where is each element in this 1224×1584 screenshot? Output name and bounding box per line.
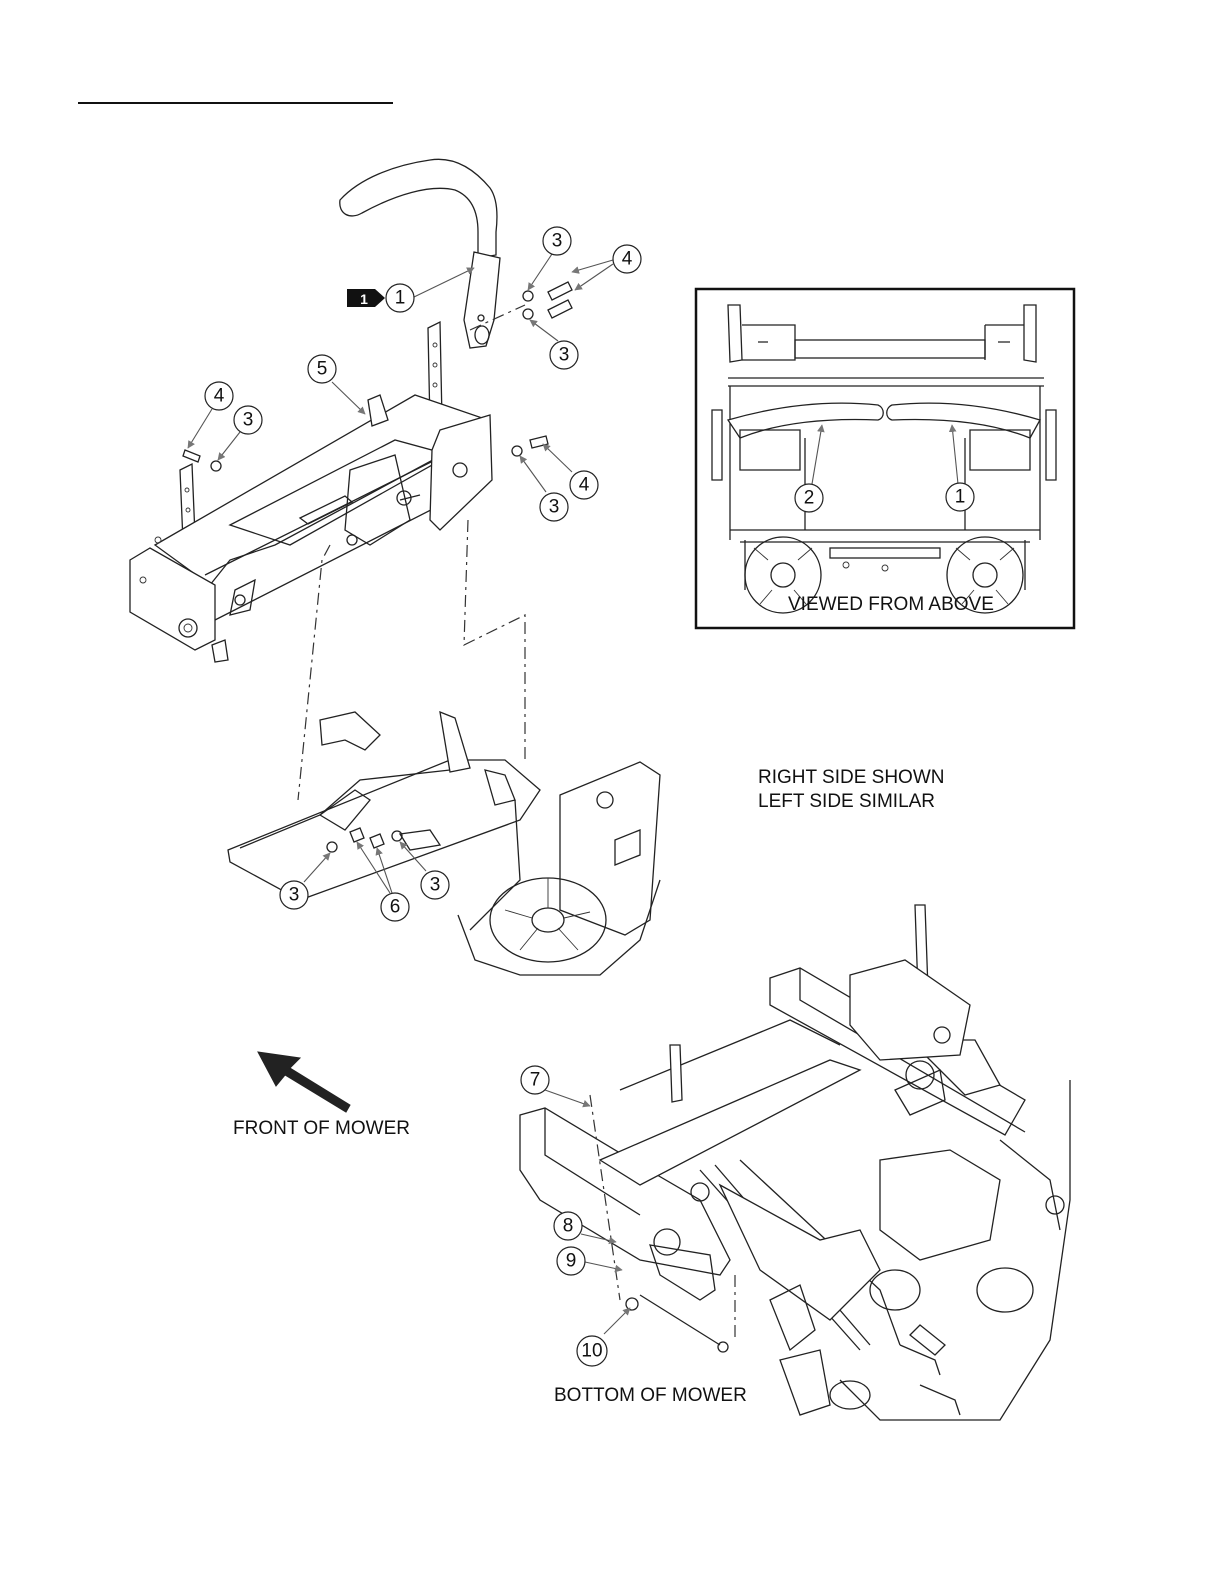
callout-3f: 3 — [421, 871, 449, 899]
svg-text:4: 4 — [214, 386, 225, 407]
callout-3d: 3 — [540, 493, 568, 521]
callout-4b: 4 — [205, 382, 233, 410]
dashed-guides — [298, 520, 525, 800]
mower-side-view — [228, 712, 660, 975]
callout-4c: 4 — [570, 471, 598, 499]
handle-drawing — [340, 159, 500, 348]
new-part-badge: 1 — [347, 289, 385, 307]
svg-text:5: 5 — [317, 359, 328, 380]
svg-text:2: 2 — [804, 488, 815, 509]
svg-text:4: 4 — [622, 249, 633, 270]
svg-text:3: 3 — [243, 410, 254, 431]
callout-3a: 3 — [543, 227, 571, 255]
callout-7: 7 — [521, 1066, 549, 1094]
callout-1: 1 — [386, 284, 414, 312]
svg-text:7: 7 — [530, 1070, 541, 1091]
right-side-shown-label: RIGHT SIDE SHOWN — [758, 767, 945, 788]
callout-6: 6 — [381, 893, 409, 921]
svg-text:3: 3 — [559, 345, 570, 366]
callout-inset-2: 2 — [795, 484, 823, 512]
svg-text:1: 1 — [955, 487, 966, 508]
callout-4a: 4 — [613, 245, 641, 273]
front-of-mower-label: FRONT OF MOWER — [233, 1118, 410, 1139]
callout-3c: 3 — [234, 406, 262, 434]
badge-text: 1 — [360, 291, 368, 307]
callout-5: 5 — [308, 355, 336, 383]
svg-text:9: 9 — [566, 1251, 577, 1272]
svg-text:8: 8 — [563, 1216, 574, 1237]
svg-text:3: 3 — [552, 231, 563, 252]
front-arrow-icon — [258, 1052, 350, 1112]
left-side-similar-label: LEFT SIDE SIMILAR — [758, 791, 935, 812]
callout-9: 9 — [557, 1247, 585, 1275]
svg-text:6: 6 — [390, 897, 401, 918]
viewed-from-above-label: VIEWED FROM ABOVE — [788, 594, 994, 615]
svg-text:3: 3 — [430, 875, 441, 896]
svg-text:3: 3 — [289, 885, 300, 906]
callout-inset-1: 1 — [946, 483, 974, 511]
inset-top-view — [696, 289, 1074, 628]
callout-3e: 3 — [280, 881, 308, 909]
svg-text:3: 3 — [549, 497, 560, 518]
callout-3b: 3 — [550, 341, 578, 369]
callout-10: 10 — [577, 1336, 607, 1366]
callout-8: 8 — [554, 1212, 582, 1240]
svg-text:1: 1 — [395, 288, 406, 309]
bottom-of-mower-label: BOTTOM OF MOWER — [554, 1385, 747, 1406]
svg-text:10: 10 — [581, 1341, 602, 1362]
svg-text:4: 4 — [579, 475, 590, 496]
